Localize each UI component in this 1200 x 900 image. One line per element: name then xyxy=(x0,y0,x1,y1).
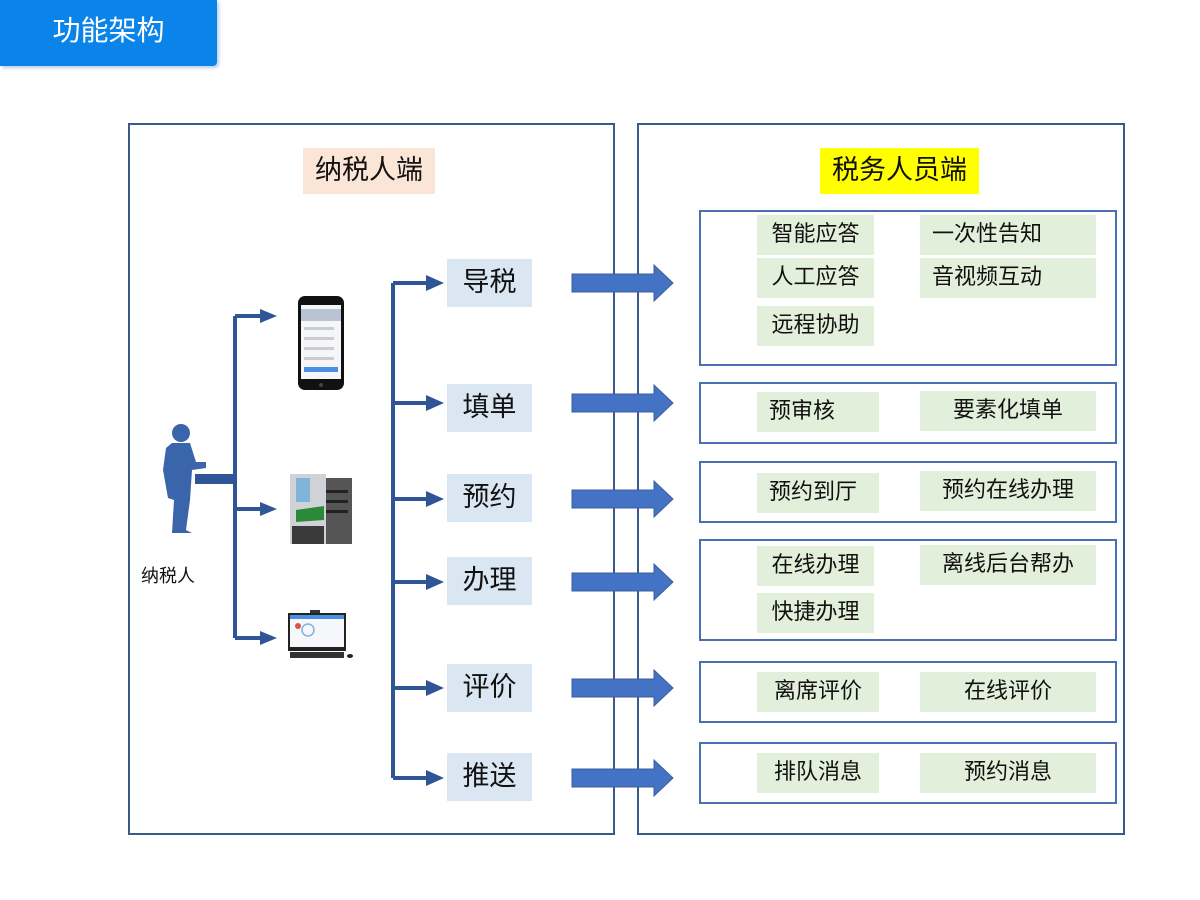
flow-arrow xyxy=(571,383,674,423)
item-remote-assist: 远程协助 xyxy=(757,306,874,346)
category-push: 推送 xyxy=(447,753,532,801)
arrow-to-phone xyxy=(260,309,277,323)
taxpayer-person-icon xyxy=(163,424,206,533)
item-online-handle: 在线办理 xyxy=(757,546,874,586)
category-evaluate: 评价 xyxy=(447,664,532,712)
arrow-to-computer xyxy=(260,631,277,645)
category-connector xyxy=(391,281,428,780)
taxpayer-panel-title: 纳税人端 xyxy=(303,148,435,194)
item-pre-review: 预审核 xyxy=(757,392,879,432)
category-arrowhead xyxy=(426,275,444,291)
page-title: 功能架构 xyxy=(0,0,217,66)
category-arrowhead xyxy=(426,395,444,411)
item-smart-answer: 智能应答 xyxy=(757,215,874,255)
item-offsite-evaluate: 离席评价 xyxy=(757,672,879,712)
person-connector xyxy=(195,474,237,484)
group-appointment xyxy=(699,461,1117,523)
item-appoint-hall: 预约到厅 xyxy=(757,473,879,513)
category-handle: 办理 xyxy=(447,557,532,605)
tax-staff-panel-title: 税务人员端 xyxy=(820,148,979,194)
desktop-computer-icon xyxy=(286,610,354,662)
flow-arrow xyxy=(571,263,674,303)
flow-arrow xyxy=(571,479,674,519)
flow-arrow xyxy=(571,668,674,708)
category-arrowhead xyxy=(426,770,444,786)
item-manual-answer: 人工应答 xyxy=(757,258,874,298)
category-arrowhead xyxy=(426,574,444,590)
group-handle xyxy=(699,539,1117,641)
category-appointment: 预约 xyxy=(447,474,532,522)
self-service-kiosk-icon xyxy=(288,470,354,546)
category-arrowhead xyxy=(426,491,444,507)
item-appoint-online: 预约在线办理 xyxy=(920,471,1096,511)
item-one-time-notice: 一次性告知 xyxy=(920,215,1096,255)
tax-staff-panel xyxy=(637,123,1125,835)
mobile-phone-icon xyxy=(297,295,345,391)
item-offline-backstage: 离线后台帮办 xyxy=(920,545,1096,585)
category-arrowhead xyxy=(426,680,444,696)
item-element-form: 要素化填单 xyxy=(920,391,1096,431)
item-av-interaction: 音视频互动 xyxy=(920,258,1096,298)
arrow-to-kiosk xyxy=(260,502,277,516)
group-push xyxy=(699,742,1117,804)
taxpayer-label: 纳税人 xyxy=(141,566,195,587)
group-evaluate xyxy=(699,661,1117,723)
group-guide-tax xyxy=(699,210,1117,366)
category-guide-tax: 导税 xyxy=(447,259,532,307)
group-fill-form xyxy=(699,382,1117,444)
flow-arrow xyxy=(571,758,674,798)
item-queue-message: 排队消息 xyxy=(757,753,879,793)
taxpayer-panel xyxy=(128,123,615,835)
flow-arrow xyxy=(571,562,674,602)
item-quick-handle: 快捷办理 xyxy=(757,593,874,633)
item-appoint-message: 预约消息 xyxy=(920,753,1096,793)
item-online-evaluate: 在线评价 xyxy=(920,672,1096,712)
device-connector xyxy=(233,314,262,640)
category-fill-form: 填单 xyxy=(447,384,532,432)
